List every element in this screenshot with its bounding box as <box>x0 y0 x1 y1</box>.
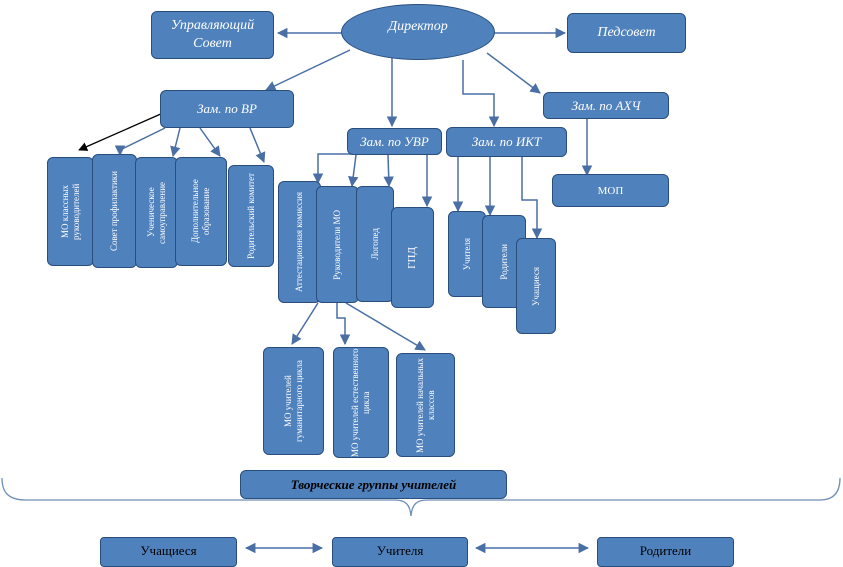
council-label-line1: Управляющий <box>170 18 255 33</box>
council-label-line2: Совет <box>193 36 232 51</box>
bottom-students-node: Учащиеся <box>100 537 237 567</box>
vr-child-label: Дополнительное образование <box>190 179 211 244</box>
mop-label: МОП <box>597 184 624 197</box>
mo-child-label: МО учителей естественного цикла <box>350 348 371 457</box>
uvr-child-label: Аттестационная комиссия <box>294 191 304 293</box>
vr-child-label: Совет профилактики <box>109 170 119 252</box>
zam-ikt-node: Зам. по ИКТ <box>446 127 567 157</box>
bottom-parents-label: Родители <box>639 543 692 558</box>
mo-child-label: МО учителей гуманитарного цикла <box>282 360 304 442</box>
ikt-child-label: Учителя <box>461 237 472 271</box>
zam-vr-label: Зам. по ВР <box>197 101 257 116</box>
uvr-child-label: Руководители МО <box>332 209 342 280</box>
uvr-child-gpd: ГПД <box>391 207 434 308</box>
ikt-child-teachers: Учителя <box>448 211 486 297</box>
vr-child-class-teachers: МО классных руководителей <box>47 157 94 266</box>
pedsovet-label: Педсовет <box>597 25 656 40</box>
ikt-child-label: Учащиеся <box>530 266 541 306</box>
vr-child-self-government: Ученическое самоуправление <box>135 157 178 268</box>
uvr-child-speech-therapist: Логопед <box>356 186 394 302</box>
mo-child-humanities: МО учителей гуманитарного цикла <box>263 347 324 455</box>
mo-child-natural-sciences: МО учителей естественного цикла <box>333 347 389 458</box>
uvr-child-label: Логопед <box>369 228 380 260</box>
vr-child-prevention: Совет профилактики <box>92 154 137 268</box>
creative-groups-node: Творческие группы учителей <box>240 470 507 499</box>
uvr-child-attestation: Аттестационная комиссия <box>278 181 321 303</box>
uvr-child-label: ГПД <box>406 246 418 269</box>
creative-groups-label: Творческие группы учителей <box>290 476 457 492</box>
bottom-teachers-label: Учителя <box>376 543 424 558</box>
vr-child-label: Ученическое самоуправление <box>145 181 167 244</box>
mo-child-primary-classes: МО учителей начальных классов <box>396 353 455 457</box>
vr-child-extra-education: Дополнительное образование <box>175 157 227 266</box>
ikt-child-label: Родители <box>498 243 509 280</box>
zam-ahch-node: Зам. по АХЧ <box>543 92 669 119</box>
bottom-students-label: Учащиеся <box>140 543 197 558</box>
zam-vr-node: Зам. по ВР <box>160 90 294 128</box>
bottom-parents-node: Родители <box>597 537 734 567</box>
pedsovet-node: Педсовет <box>567 13 686 53</box>
council-node: Управляющий Совет <box>151 11 274 59</box>
vr-child-label: МО классных руководителей <box>59 183 81 240</box>
mop-node: МОП <box>552 174 669 207</box>
mo-child-label: МО учителей начальных классов <box>414 357 436 453</box>
vr-child-parent-committee: Родительский комитет <box>228 165 274 267</box>
zam-uvr-label: Зам. по УВР <box>360 133 429 149</box>
ikt-child-students: Учащиеся <box>516 238 556 334</box>
director-node: Директор <box>341 4 495 60</box>
vr-child-label: Родительский комитет <box>245 173 256 259</box>
zam-uvr-node: Зам. по УВР <box>347 128 442 155</box>
director-label: Директор <box>388 19 448 34</box>
uvr-child-mo-heads: Руководители МО <box>316 186 359 303</box>
bottom-teachers-node: Учителя <box>332 537 468 567</box>
zam-ikt-label: Зам. по ИКТ <box>471 134 542 149</box>
zam-ahch-label: Зам. по АХЧ <box>571 97 641 113</box>
